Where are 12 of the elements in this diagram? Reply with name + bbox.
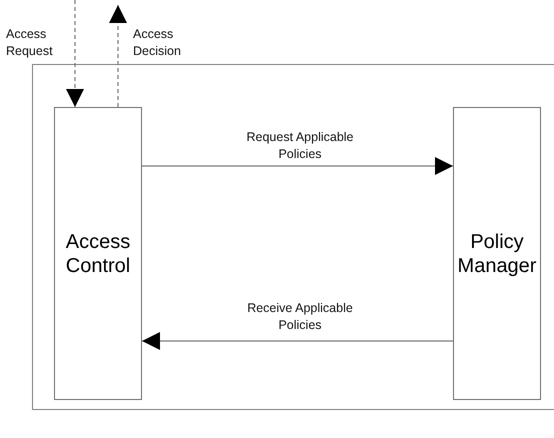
arrow [66,0,84,108]
arrow [142,157,454,175]
edge-label: Receive Applicable Policies [246,300,354,334]
edge-label: Access Request [6,26,54,60]
component-label: Access Control [64,230,132,278]
component-box [453,107,541,400]
arrow [142,332,454,350]
edge-label: Request Applicable Policies [245,129,355,163]
component-box [54,107,142,400]
edge-label: Access Decision [133,26,182,60]
arrow [109,4,127,108]
component-label: Policy Manager [456,230,538,278]
